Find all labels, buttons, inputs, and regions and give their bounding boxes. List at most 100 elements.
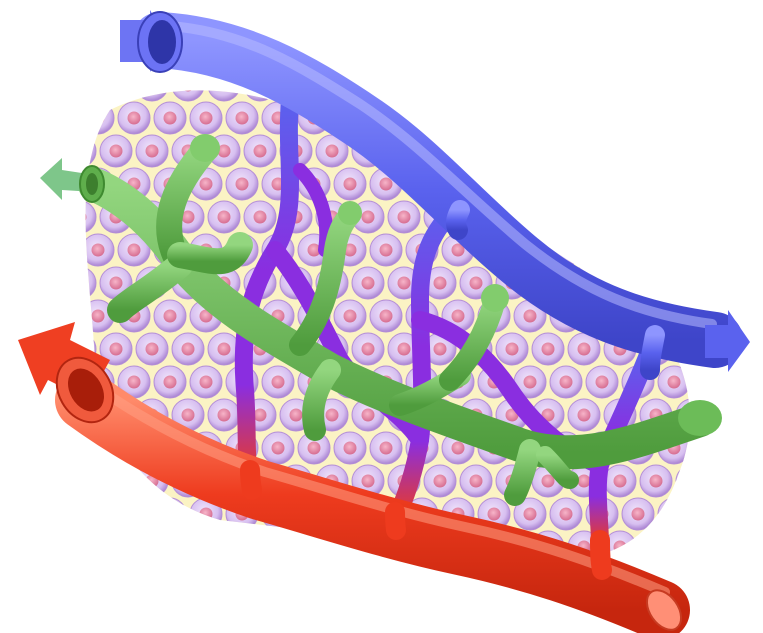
tissue-cell	[388, 201, 420, 233]
tissue-cell	[136, 333, 168, 365]
tissue-cell	[64, 597, 96, 629]
tissue-cell	[712, 135, 744, 167]
tissue-cell	[658, 234, 690, 266]
tissue-cell	[550, 366, 582, 398]
tissue-cell	[370, 432, 402, 464]
tissue-cell	[334, 432, 366, 464]
tissue-cell	[622, 168, 654, 200]
tissue-cell	[424, 465, 456, 497]
tissue-cell	[586, 102, 618, 134]
tissue-cell	[334, 564, 366, 596]
tissue-cell	[118, 564, 150, 596]
tissue-cell	[748, 597, 763, 629]
tissue-cell	[604, 201, 636, 233]
tissue-cell	[640, 135, 672, 167]
tissue-cell	[82, 234, 114, 266]
tissue-cell	[676, 135, 708, 167]
tissue-cell	[352, 333, 384, 365]
tissue-cell	[694, 366, 726, 398]
tissue-cell	[712, 597, 744, 629]
tissue-cell	[604, 465, 636, 497]
tissue-cell	[154, 498, 186, 530]
tissue-cell	[460, 69, 492, 101]
tissue-cell	[712, 201, 744, 233]
tissue-cell	[622, 102, 654, 134]
tissue-cell	[370, 234, 402, 266]
tissue-cell	[586, 366, 618, 398]
tissue-cell	[514, 168, 546, 200]
tissue-cell	[640, 201, 672, 233]
tissue-cell	[622, 234, 654, 266]
tissue-cell	[280, 531, 312, 563]
tissue-cell	[676, 267, 708, 299]
tissue-cell	[568, 201, 600, 233]
tissue-cell	[316, 597, 348, 629]
tissue-cell	[244, 135, 276, 167]
tissue-cell	[748, 333, 763, 365]
tissue-cell	[442, 102, 474, 134]
tissue-cell	[424, 69, 456, 101]
tissue-cell	[190, 564, 222, 596]
tissue-cell	[118, 102, 150, 134]
tissue-cell	[694, 234, 726, 266]
tissue-cell	[550, 498, 582, 530]
tissue-cell	[640, 69, 672, 101]
tissue-cell	[226, 168, 258, 200]
tissue-cell	[532, 135, 564, 167]
tissue-cell	[154, 564, 186, 596]
tissue-cell	[64, 201, 96, 233]
tissue-cell	[658, 168, 690, 200]
tissue-cell	[748, 201, 763, 233]
tissue-cell	[172, 531, 204, 563]
tissue-cell	[334, 168, 366, 200]
tissue-cell	[136, 69, 168, 101]
tissue-cell	[190, 102, 222, 134]
tissue-cell	[244, 597, 276, 629]
tissue-cell	[694, 498, 726, 530]
tissue-cell	[136, 597, 168, 629]
tissue-cell	[208, 201, 240, 233]
tissue-cell	[172, 597, 204, 629]
tissue-cell	[496, 597, 528, 629]
tissue-cell	[262, 366, 294, 398]
tissue-cell	[100, 465, 132, 497]
tissue-cell	[352, 267, 384, 299]
tissue-cell	[154, 102, 186, 134]
tissue-cell	[730, 234, 762, 266]
tissue-cell	[658, 498, 690, 530]
tissue-cell	[640, 267, 672, 299]
tissue-cell	[154, 300, 186, 332]
tissue-cell	[676, 69, 708, 101]
tissue-cell	[118, 498, 150, 530]
tissue-cell	[694, 168, 726, 200]
tissue-cell	[298, 564, 330, 596]
tissue-cell	[64, 267, 96, 299]
tissue-cell	[100, 597, 132, 629]
tissue-cell	[496, 69, 528, 101]
tissue-cell	[208, 399, 240, 431]
tissue-cell	[730, 102, 762, 134]
tissue-cell	[136, 531, 168, 563]
tissue-cell	[748, 69, 763, 101]
tissue-cell	[64, 531, 96, 563]
tissue-cell	[694, 102, 726, 134]
tissue-cell	[568, 135, 600, 167]
tissue-cell	[622, 498, 654, 530]
tissue-cell	[388, 597, 420, 629]
tissue-cell	[676, 531, 708, 563]
tissue-cell	[694, 564, 726, 596]
vein-inflow-opening	[120, 10, 182, 72]
tissue-cell	[730, 432, 762, 464]
tissue-cell	[226, 564, 258, 596]
tissue-cell	[514, 102, 546, 134]
tissue-cell	[370, 300, 402, 332]
tissue-cell	[262, 564, 294, 596]
tissue-cell	[172, 333, 204, 365]
tissue-cell	[82, 564, 114, 596]
tissue-cell	[604, 135, 636, 167]
tissue-cell	[478, 102, 510, 134]
tissue-cell	[82, 498, 114, 530]
tissue-cell	[586, 234, 618, 266]
